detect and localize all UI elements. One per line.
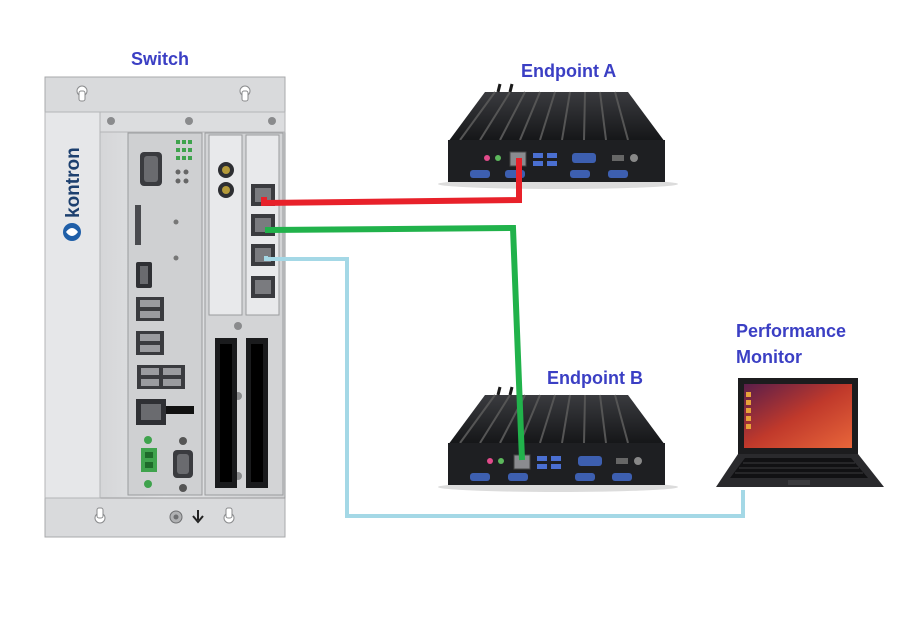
card-slot-icon	[135, 205, 179, 261]
keyboard-keys	[735, 462, 863, 474]
audio-jack-icon	[484, 155, 501, 161]
endpoint-b	[438, 386, 678, 492]
cable-switch-to-endpoint-b	[265, 224, 525, 461]
cable-switch-to-endpoint-a	[261, 158, 522, 207]
vga-port-icon	[572, 153, 596, 163]
desktop-dock	[746, 392, 751, 429]
serial-port-icon	[140, 152, 162, 186]
heatsink-fins	[459, 91, 629, 141]
endpoint-a-heatsink	[448, 92, 665, 142]
screw-icon	[107, 117, 276, 125]
endpoint-b-label: Endpoint B	[547, 368, 643, 388]
power-button-icon	[630, 154, 638, 162]
antenna-connector-icon	[218, 162, 234, 198]
antenna-icon	[496, 386, 514, 396]
laptop-screen	[744, 384, 852, 448]
heatsink-fins	[459, 394, 629, 444]
hdmi-port-icon	[612, 155, 624, 161]
led-indicators	[175, 140, 192, 184]
kontron-logo: kontron	[63, 147, 84, 241]
usb-ports-icon	[136, 297, 185, 389]
power-connector-icon	[141, 436, 157, 488]
cable-switch-to-monitor	[264, 256, 745, 518]
endpoint-a	[438, 83, 678, 189]
switch-label: Switch	[131, 49, 190, 69]
hdmi-port-icon	[616, 458, 628, 464]
vga-port-icon	[578, 456, 602, 466]
endpoint-a-label: Endpoint A	[521, 61, 617, 81]
endpoint-b-heatsink	[448, 395, 665, 445]
performance-monitor-label-line1: Performance	[736, 321, 847, 341]
switch-device: kontron	[44, 76, 286, 538]
performance-monitor-label-line2: Monitor	[736, 347, 802, 367]
audio-jack-icon	[487, 458, 504, 464]
power-button-icon	[634, 457, 642, 465]
switch-bottom-flange	[44, 496, 286, 538]
cables	[261, 158, 745, 518]
performance-monitor	[716, 378, 884, 487]
ethernet-port-icon	[136, 399, 194, 425]
expansion-card	[208, 134, 243, 316]
db9-port-icon	[173, 437, 193, 492]
usb-ports-icon	[533, 153, 557, 166]
hdmi-port-icon	[136, 262, 152, 288]
pci-slot-covers	[215, 338, 268, 488]
antenna-icon	[496, 83, 514, 93]
laptop-touchpad	[788, 480, 810, 485]
keyhole-icon	[76, 85, 251, 524]
serial-ports-icon	[470, 473, 632, 481]
ground-screw-icon	[169, 510, 204, 524]
usb-ports-icon	[537, 456, 561, 469]
svg-text:kontron: kontron	[63, 147, 84, 218]
switch-side-panel	[44, 111, 101, 499]
